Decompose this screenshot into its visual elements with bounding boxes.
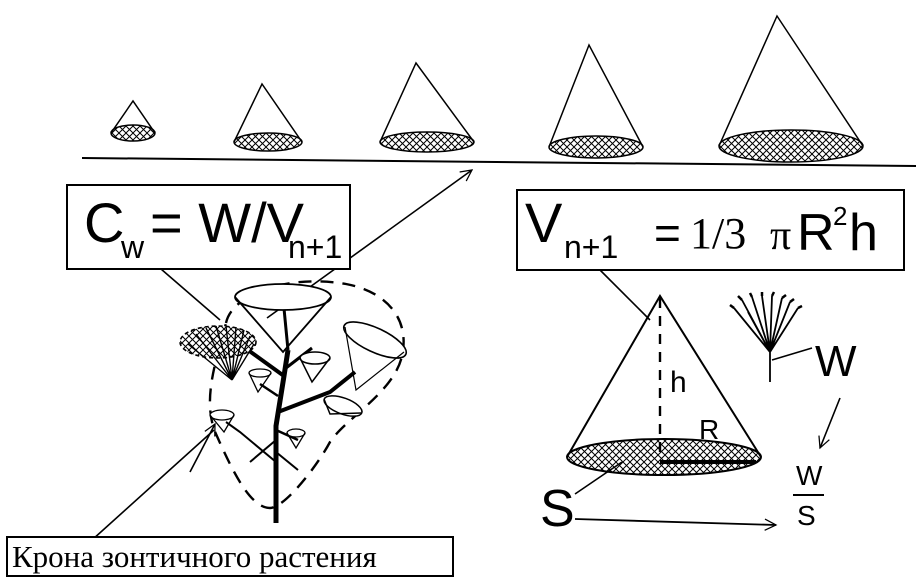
formula-volume-subscript: n+1 bbox=[564, 229, 619, 265]
radius-label: R bbox=[699, 414, 720, 445]
crown-outline bbox=[208, 280, 405, 510]
cone-2 bbox=[233, 82, 303, 152]
formula-cw-rhs: = W/V bbox=[150, 191, 305, 254]
leader-s bbox=[574, 461, 623, 495]
caption-box bbox=[6, 536, 454, 577]
formula-cw-subscript: w bbox=[121, 229, 145, 265]
leader-cw bbox=[160, 268, 221, 321]
cone-3 bbox=[379, 61, 475, 153]
cone-row bbox=[110, 14, 864, 163]
formula-volume-pi: π bbox=[770, 213, 792, 259]
formula-cw-c: C bbox=[84, 191, 125, 254]
formula-cw-box bbox=[66, 184, 351, 270]
cone-4 bbox=[548, 43, 644, 159]
formula-volume-fraction: 1/3 bbox=[690, 209, 747, 258]
caption-text: Крона зонтичного растения bbox=[12, 539, 377, 574]
formula-volume-h: h bbox=[849, 204, 878, 262]
weight-label: W bbox=[815, 337, 857, 386]
volume-cone bbox=[566, 294, 762, 476]
formula-cw-v-subscript: n+1 bbox=[288, 229, 343, 265]
formula-volume-superscript: 2 bbox=[833, 201, 848, 231]
area-label: S bbox=[540, 480, 575, 538]
height-label: h bbox=[670, 366, 687, 399]
formula-volume-box bbox=[516, 189, 905, 271]
formula-volume-v: V bbox=[525, 191, 563, 254]
arrow-s-to-fraction bbox=[574, 518, 778, 531]
ground-line bbox=[81, 157, 916, 167]
cone-1 bbox=[110, 99, 156, 142]
umbel-plant bbox=[179, 280, 408, 523]
leader-v bbox=[599, 269, 651, 321]
formula-volume-equals: = bbox=[654, 207, 681, 259]
leader-caption bbox=[91, 429, 215, 541]
cone-5 bbox=[718, 14, 864, 163]
fraction-denominator: S bbox=[797, 500, 816, 531]
arrow-w-to-fraction bbox=[818, 397, 841, 450]
fraction-numerator: W bbox=[796, 460, 823, 491]
formula-volume-r: R bbox=[797, 204, 835, 262]
small-umbel bbox=[729, 291, 813, 382]
